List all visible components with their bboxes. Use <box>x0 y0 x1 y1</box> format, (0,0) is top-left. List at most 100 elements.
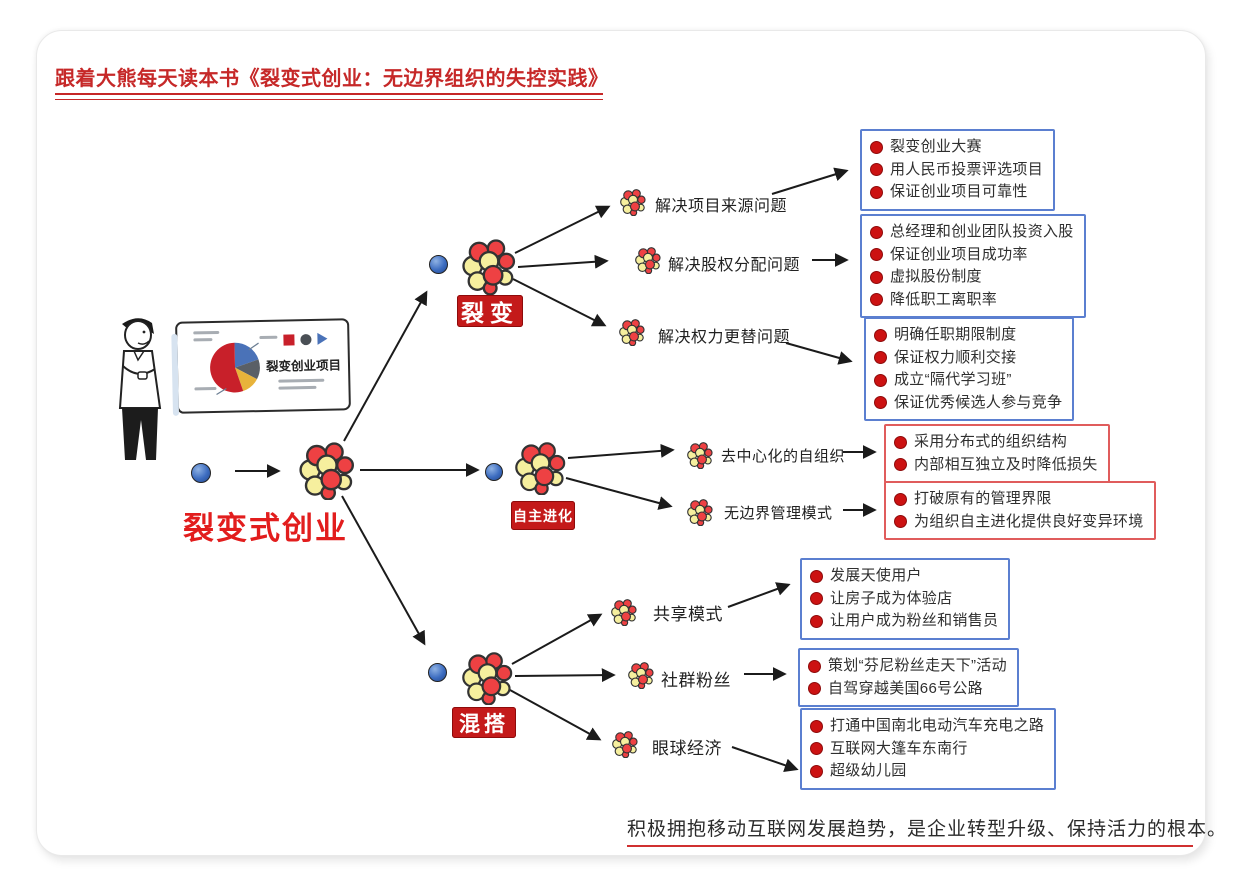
box-item-text: 自驾穿越美国66号公路 <box>828 679 983 697</box>
box-item-text: 成立“隔代学习班” <box>894 371 1012 388</box>
legend-square-icon <box>283 333 295 346</box>
bullet-dot-icon <box>894 515 907 529</box>
box-item-text: 超级幼儿园 <box>830 762 907 779</box>
sub-label: 社群粉丝 <box>661 671 731 690</box>
molecule-icon <box>634 246 662 274</box>
sub-label: 去中心化的自组织 <box>721 448 846 465</box>
box-item: 保证权力顺利交接 <box>874 347 1062 370</box>
box-item: 成立“隔代学习班” <box>874 369 1062 392</box>
box-item-text: 让用户成为粉丝和销售员 <box>830 612 999 629</box>
box-item: 保证创业项目成功率 <box>870 244 1074 267</box>
bullet-dot-icon <box>870 185 883 199</box>
molecule-icon <box>610 598 638 626</box>
branch-badge-evolution: 自主进化 <box>511 501 575 530</box>
sub-label: 共享模式 <box>653 605 723 624</box>
legend-circle-icon <box>300 333 312 345</box>
detail-box: 发展天使用户让房子成为体验店让用户成为粉丝和销售员 <box>800 558 1011 640</box>
detail-box: 裂变创业大赛用人民币投票评选项目保证创业项目可靠性 <box>860 129 1056 211</box>
box-item-text: 打破原有的管理界限 <box>914 490 1052 507</box>
presentation-board: 裂变创业项目 <box>175 318 351 414</box>
sub-label: 眼球经济 <box>652 739 722 758</box>
box-item: 裂变创业大赛 <box>870 136 1043 159</box>
bullet-dot-icon <box>874 373 887 387</box>
pie-chart <box>210 342 260 396</box>
box-item-text: 互联网大篷车东南行 <box>830 739 968 757</box>
molecule-icon <box>686 498 714 526</box>
box-item-text: 为组织自主进化提供良好变异环境 <box>914 512 1144 530</box>
box-item: 降低职工离职率 <box>870 289 1074 312</box>
bullet-dot-icon <box>870 163 883 177</box>
bullet-dot-icon <box>874 396 887 410</box>
molecule-icon <box>460 650 515 705</box>
presenter-illustration <box>118 318 162 460</box>
sub-label: 解决项目来源问题 <box>655 198 788 215</box>
box-item-text: 总经理和创业团队投资入股 <box>890 223 1074 240</box>
bullet-dot-icon <box>810 764 823 778</box>
box-item: 让房子成为体验店 <box>810 588 998 611</box>
molecule-icon <box>627 661 655 689</box>
box-item: 让用户成为粉丝和销售员 <box>810 610 998 633</box>
branch-badge-fission: 裂变 <box>457 295 523 327</box>
molecule-icon <box>297 440 357 500</box>
box-item-text: 虚拟股份制度 <box>890 268 982 285</box>
bullet-dot-icon <box>810 719 823 733</box>
box-item: 策划“芬尼粉丝走天下”活动 <box>808 655 1007 678</box>
box-item-text: 内部相互独立及时降低损失 <box>914 455 1098 473</box>
bullet-dot-icon <box>894 435 907 449</box>
molecule-icon <box>513 440 568 495</box>
bullet-dot-icon <box>810 569 823 583</box>
bullet-dot-icon <box>870 248 883 262</box>
board-placeholder-lines <box>278 378 326 394</box>
bullet-dot-icon <box>810 742 823 756</box>
bullet-dot-icon <box>894 458 907 472</box>
box-item-text: 采用分布式的组织结构 <box>914 433 1068 450</box>
sub-label: 解决权力更替问题 <box>658 329 791 346</box>
particle-icon <box>429 255 448 274</box>
bullet-dot-icon <box>808 682 821 696</box>
box-item: 打通中国南北电动汽车充电之路 <box>810 715 1044 738</box>
sub-label: 解决股权分配问题 <box>668 257 801 274</box>
detail-box: 打通中国南北电动汽车充电之路互联网大篷车东南行超级幼儿园 <box>800 708 1057 790</box>
title-underline <box>55 93 603 100</box>
box-item: 保证优秀候选人参与竞争 <box>874 392 1062 415</box>
particle-icon <box>485 463 503 481</box>
page-title: 跟着大熊每天读本书《裂变式创业：无边界组织的失控实践》 <box>55 68 609 90</box>
box-item: 用人民币投票评选项目 <box>870 159 1043 182</box>
particle-icon <box>191 463 211 483</box>
box-item: 虚拟股份制度 <box>870 266 1074 289</box>
bullet-dot-icon <box>894 492 907 506</box>
bullet-dot-icon <box>810 614 823 628</box>
box-item-text: 明确任职期限制度 <box>894 326 1017 343</box>
board-placeholder-line <box>194 386 217 391</box>
box-item: 打破原有的管理界限 <box>894 488 1144 511</box>
bullet-dot-icon <box>870 293 883 307</box>
box-item-text: 保证优秀候选人参与竞争 <box>894 393 1063 411</box>
box-item: 采用分布式的组织结构 <box>894 431 1098 454</box>
detail-box: 总经理和创业团队投资入股保证创业项目成功率虚拟股份制度降低职工离职率 <box>860 214 1086 318</box>
box-item-text: 保证创业项目可靠性 <box>890 183 1028 200</box>
footer-note: 积极拥抱移动互联网发展趋势，是企业转型升级、保持活力的根本。 <box>627 819 1228 840</box>
box-item-text: 裂变创业大赛 <box>890 138 982 155</box>
box-item-text: 让房子成为体验店 <box>830 589 953 607</box>
box-item: 内部相互独立及时降低损失 <box>894 454 1098 477</box>
bullet-dot-icon <box>870 270 883 284</box>
molecule-icon <box>611 730 639 758</box>
box-item: 自驾穿越美国66号公路 <box>808 678 1007 701</box>
bullet-dot-icon <box>874 328 887 342</box>
box-item: 超级幼儿园 <box>810 760 1044 783</box>
branch-badge-mix: 混搭 <box>452 707 516 738</box>
box-item-text: 策划“芬尼粉丝走天下”活动 <box>828 657 1007 674</box>
sub-label: 无边界管理模式 <box>724 505 833 522</box>
particle-icon <box>428 663 447 682</box>
bullet-dot-icon <box>870 140 883 154</box>
footer-underline <box>627 845 1193 847</box>
bullet-dot-icon <box>810 592 823 606</box>
detail-box: 策划“芬尼粉丝走天下”活动自驾穿越美国66号公路 <box>798 648 1019 707</box>
box-item: 总经理和创业团队投资入股 <box>870 221 1074 244</box>
board-title: 裂变创业项目 <box>265 358 342 374</box>
box-item: 互联网大篷车东南行 <box>810 738 1044 761</box>
box-item-text: 发展天使用户 <box>830 567 922 584</box>
box-item-text: 保证创业项目成功率 <box>890 245 1028 263</box>
detail-box-red: 采用分布式的组织结构内部相互独立及时降低损失 <box>884 424 1110 483</box>
